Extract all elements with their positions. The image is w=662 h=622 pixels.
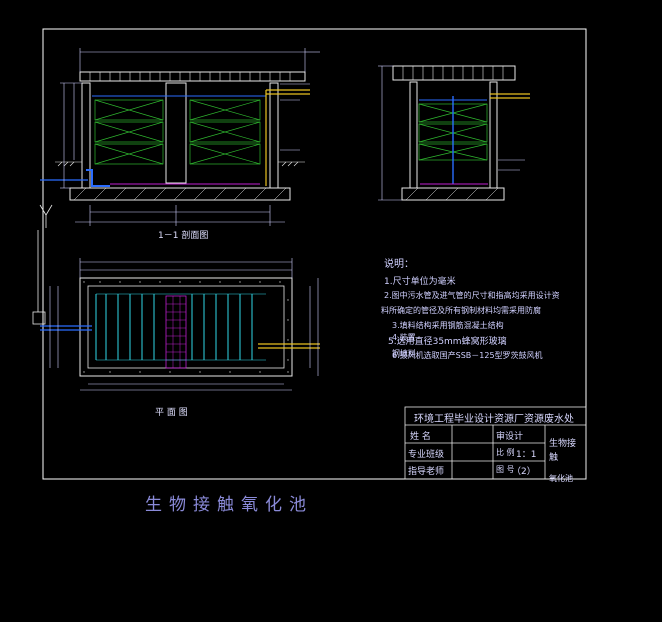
side-base-hatch <box>405 187 499 201</box>
section-left-dimensions <box>60 82 82 189</box>
note-5: 4.装置 <box>392 333 416 342</box>
plan-aeration-grid <box>165 295 187 369</box>
section-center-partition <box>165 82 187 184</box>
plan-inlet-valve <box>32 311 46 325</box>
section-packing-left <box>94 99 164 165</box>
section-right-markers <box>280 83 310 151</box>
plan-caption: 平 面 图 <box>155 408 188 418</box>
side-walkway <box>392 65 516 81</box>
side-base-slab <box>401 187 505 201</box>
plan-air-pipe <box>258 343 320 349</box>
note-2: 2.图中污水管及进气管的尺寸和指高均采用设计资 <box>384 291 560 300</box>
title-block-advisor-label: 指导老师 <box>408 467 445 477</box>
plan-view <box>32 204 320 391</box>
title-block-design-label: 审设计 <box>496 432 524 442</box>
drawing-frame <box>42 28 587 480</box>
title-block-class-label: 专业班级 <box>408 450 445 460</box>
note-1: 1.尺寸单位为毫米 <box>384 277 456 287</box>
note-7: 钢填料 <box>392 349 416 358</box>
section-base-slab <box>69 187 291 201</box>
title-block-scale-label: 比 例 <box>496 448 515 457</box>
side-walkway-grid <box>402 66 504 80</box>
section-view-1-1 <box>40 48 320 226</box>
section-walkway-grid <box>89 72 291 81</box>
title-block-drawing-name-2: 触 <box>549 453 559 463</box>
section-packing-right <box>189 99 261 165</box>
side-air-pipe <box>490 93 530 99</box>
section-base-hatch <box>73 187 287 201</box>
title-block-scale-value: 1：1 <box>516 450 537 460</box>
plan-inlet-pipe <box>40 325 92 331</box>
section-inlet-pipe <box>86 169 110 187</box>
section-ground-left <box>55 161 82 167</box>
title-block-drawing-name: 生物接 <box>549 439 577 449</box>
note-4: 3.填料结构采用钢筋混凝土结构 <box>392 321 504 330</box>
section-bottom-dimensions <box>75 205 285 226</box>
plan-packing-left <box>95 294 155 360</box>
side-dimensions <box>378 65 525 201</box>
title-block-sheet-value: （2） <box>512 467 536 477</box>
note-8: 6.鼓风机选取国产SSB－125型罗茨鼓风机 <box>392 351 543 360</box>
plan-packing-right <box>191 294 253 360</box>
drawing-big-title: 生物接触氧化池 <box>145 495 313 515</box>
plan-pipe-symbol <box>37 204 53 312</box>
side-section-view <box>378 65 530 201</box>
title-block-project: 环境工程毕业设计资源厂资源废水处 <box>414 414 574 425</box>
note-6: 5.选用直径35mm蜂窝形玻璃 <box>388 337 507 347</box>
notes-title: 说明： <box>384 259 414 270</box>
plan-aeration-grid-lines <box>166 296 186 368</box>
title-block-sheet-label: 图 号 <box>496 465 515 474</box>
section-caption: 1－1 剖面图 <box>158 231 209 241</box>
title-block <box>404 406 587 480</box>
plan-wall-hatch <box>83 281 289 373</box>
section-walkway <box>79 71 306 82</box>
plan-outer-wall <box>79 277 293 377</box>
title-block-name-label: 姓 名 <box>410 432 431 442</box>
note-3: 料所确定的管径及所有钢制材料均需采用防腐 <box>381 306 541 315</box>
plan-dimensions <box>49 258 319 391</box>
section-ground-right <box>278 161 305 167</box>
title-block-drawing-name-3: 氧化池 <box>549 474 573 483</box>
section-air-pipe <box>265 89 310 186</box>
